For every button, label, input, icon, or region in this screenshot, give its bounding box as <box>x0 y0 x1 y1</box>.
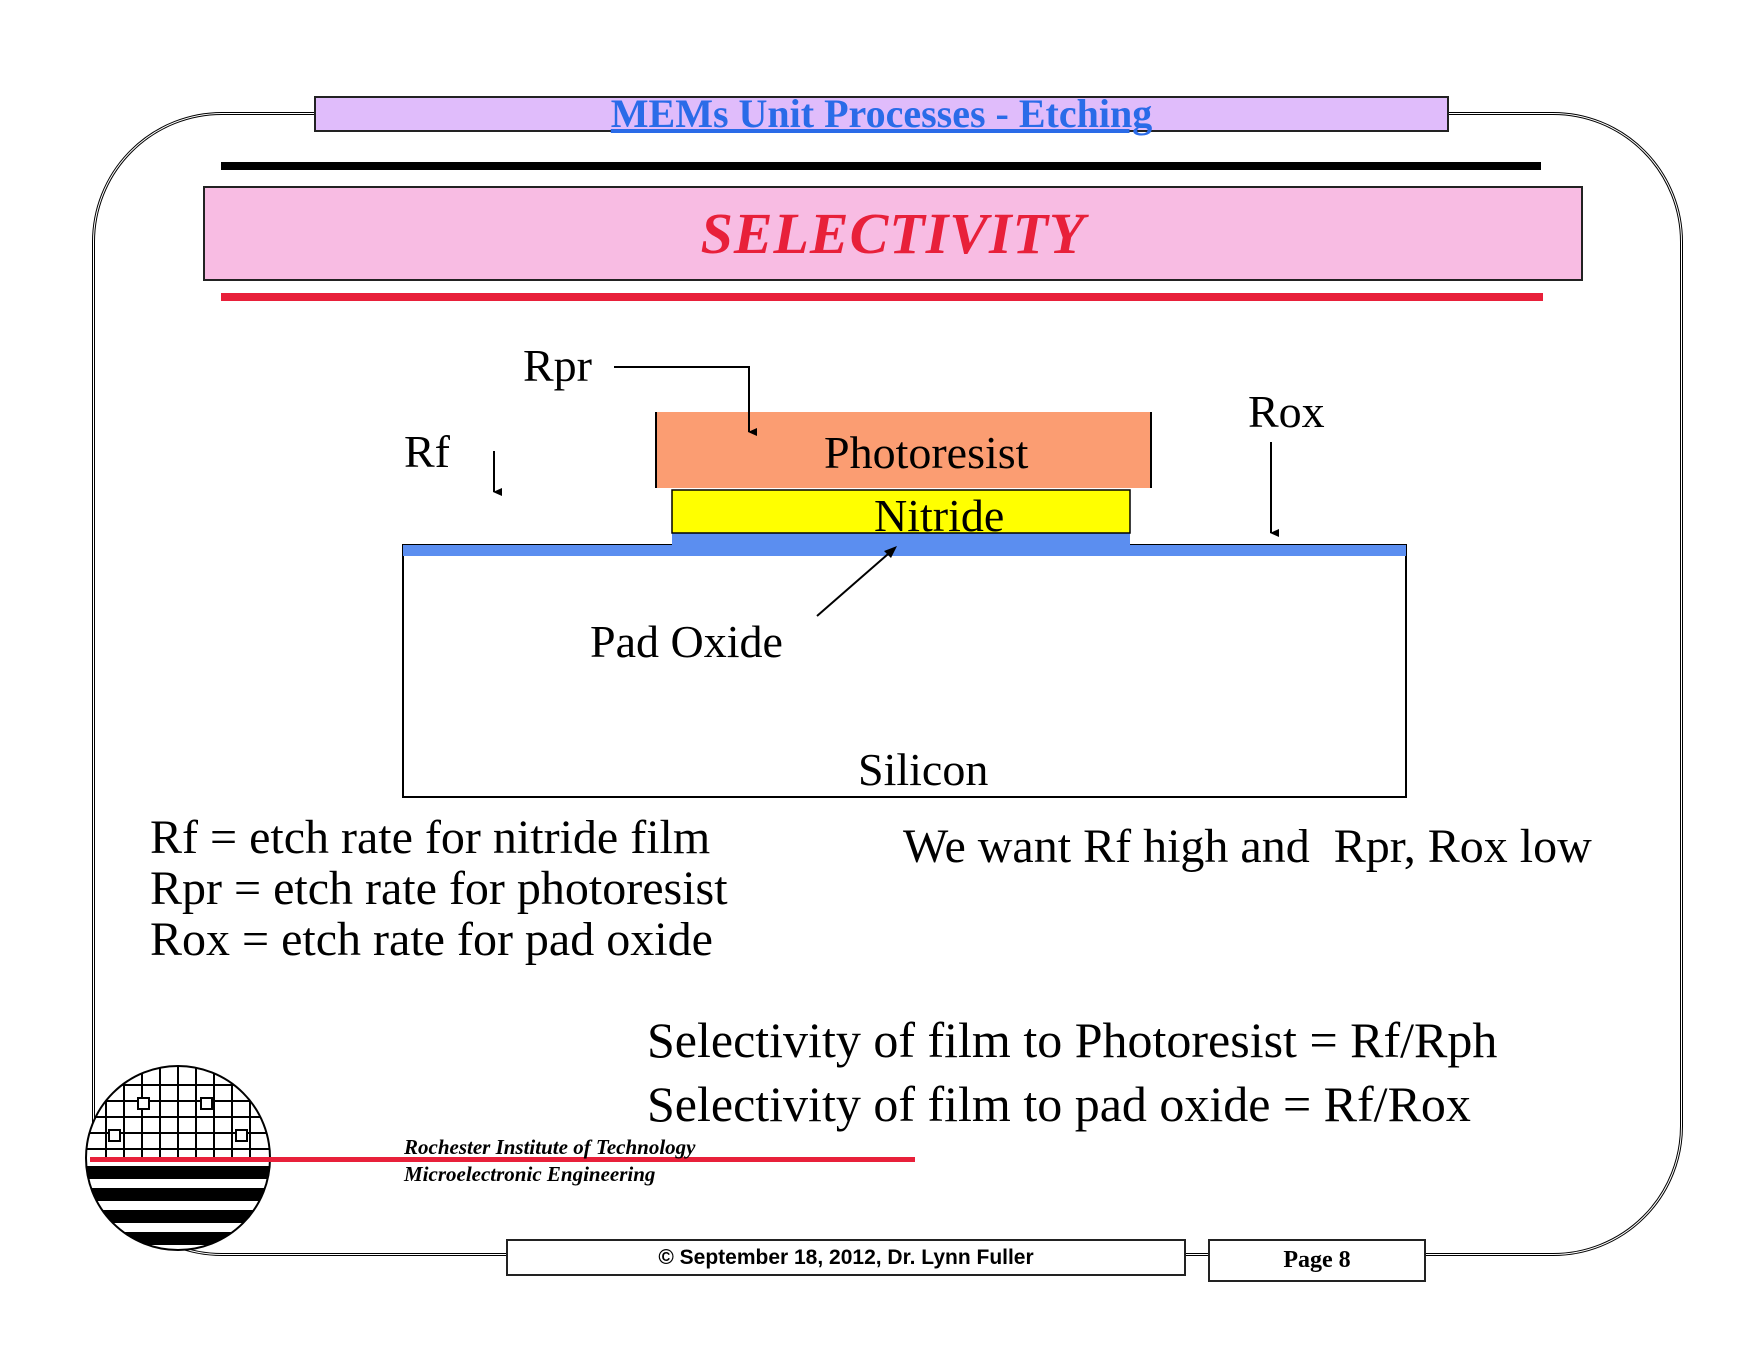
department-name: Microelectronic Engineering <box>404 1162 656 1186</box>
rpr-label: Rpr <box>523 340 592 391</box>
slide-title: SELECTIVITY <box>700 201 1086 266</box>
selectivity-pad-oxide: Selectivity of film to pad oxide = Rf/Ro… <box>647 1076 1471 1132</box>
rox-label: Rox <box>1248 386 1325 437</box>
page-number: Page 8 <box>1283 1247 1351 1273</box>
institution-rule <box>90 1157 915 1162</box>
pad-oxide-pointer-head <box>884 546 897 558</box>
selectivity-formulas: Selectivity of film to Photoresist = Rf/… <box>647 1008 1497 1136</box>
copyright-text: © September 18, 2012, Dr. Lynn Fuller <box>658 1245 1034 1269</box>
nitride-label: Nitride <box>874 490 1005 541</box>
pad-oxide-label: Pad Oxide <box>590 616 783 667</box>
pad-oxide-layer <box>403 545 1406 556</box>
definitions-list: Rf = etch rate for nitride film Rpr = et… <box>150 812 728 965</box>
pad-oxide-step <box>672 533 1130 547</box>
header-title: MEMs Unit Processes - Etching <box>610 91 1153 136</box>
footer-box: © September 18, 2012, Dr. Lynn Fuller <box>506 1239 1186 1276</box>
photoresist-layer <box>656 412 1151 488</box>
header-bar: MEMs Unit Processes - Etching <box>314 91 1449 136</box>
definition-rox: Rox = etch rate for pad oxide <box>150 913 713 966</box>
pad-oxide-pointer <box>816 547 896 617</box>
definition-rf: Rf = etch rate for nitride film <box>150 811 711 864</box>
header-divider <box>221 162 1541 170</box>
institution-name: Rochester Institute of Technology <box>404 1135 696 1159</box>
silicon-label: Silicon <box>858 744 989 795</box>
definition-rpr: Rpr = etch rate for photoresist <box>150 862 728 915</box>
goal-statement: We want Rf high and Rpr, Rox low <box>903 820 1592 873</box>
page-number-box: Page 8 <box>1208 1239 1426 1282</box>
title-box: SELECTIVITY <box>203 186 1583 281</box>
silicon-layer <box>402 544 1407 798</box>
photoresist-label: Photoresist <box>824 427 1029 478</box>
rf-label: Rf <box>404 426 450 477</box>
selectivity-photoresist: Selectivity of film to Photoresist = Rf/… <box>647 1012 1498 1068</box>
title-divider <box>221 293 1543 301</box>
rpr-arrow <box>614 366 757 436</box>
nitride-layer <box>671 489 1131 534</box>
